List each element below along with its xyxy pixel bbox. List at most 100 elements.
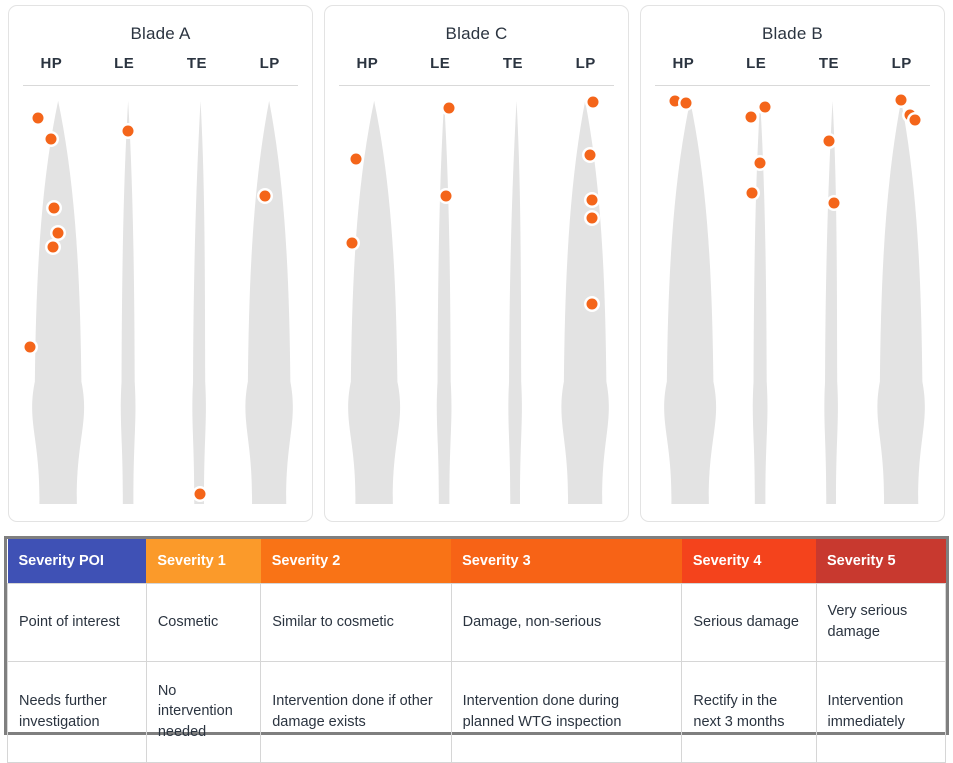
blade-silhouette-icon <box>191 100 206 504</box>
damage-point-marker[interactable] <box>909 114 921 126</box>
column-header-le: LE <box>114 55 135 72</box>
severity-cell: Cosmetic <box>145 582 262 662</box>
blade-surface-column-lp <box>234 96 304 504</box>
severity-cell: Very serious damage <box>815 582 946 662</box>
damage-point-marker[interactable] <box>24 341 36 353</box>
severity-cell: Intervention done during planned WTG ins… <box>450 660 683 763</box>
damage-point-marker[interactable] <box>586 194 598 206</box>
header-divider <box>339 85 614 86</box>
damage-point-marker[interactable] <box>47 241 58 253</box>
blade-surface-column-le <box>93 96 163 504</box>
blade-surface-column-hp <box>655 95 725 504</box>
blade-panels-row: Blade A HP LE TE LP Blade C HP LE TE LP Blade B HP L… <box>8 5 945 522</box>
damage-point-marker[interactable] <box>754 157 766 169</box>
severity-cell: Damage, non-serious <box>450 582 683 662</box>
panel-title: Blade B <box>762 24 823 43</box>
severity-cell: Intervention immediately <box>815 660 946 763</box>
damage-point-marker[interactable] <box>45 133 57 145</box>
column-header-lp: LP <box>259 55 280 72</box>
damage-point-marker[interactable] <box>259 190 271 202</box>
column-header-hp: HP <box>40 55 63 72</box>
damage-point-marker[interactable] <box>586 212 598 224</box>
severity-cell: Similar to cosmetic <box>260 582 452 662</box>
severity-cell: Serious damage <box>681 582 817 662</box>
damage-point-marker[interactable] <box>346 237 358 249</box>
damage-point-marker[interactable] <box>194 488 206 500</box>
blade-surface-column-te <box>164 96 234 504</box>
blade-inspection-report: Blade A HP LE TE LP Blade C HP LE TE LP Blade B HP L… <box>4 5 949 763</box>
severity-header-0: Severity POI <box>7 539 147 583</box>
damage-point-marker[interactable] <box>587 96 599 108</box>
column-header-lp: LP <box>575 55 596 72</box>
blade-surface-column-te <box>796 96 866 504</box>
severity-header-4: Severity 4 <box>681 539 816 583</box>
damage-point-marker[interactable] <box>443 102 455 114</box>
damage-point-marker[interactable] <box>586 298 598 310</box>
damage-point-marker[interactable] <box>584 149 596 161</box>
blade-plot-area <box>325 96 628 504</box>
column-header-te: TE <box>186 55 207 72</box>
blade-surface-column-lp <box>550 96 620 504</box>
damage-point-marker[interactable] <box>746 187 758 199</box>
damage-point-marker[interactable] <box>745 111 757 123</box>
severity-header-2: Severity 2 <box>260 539 452 583</box>
damage-point-marker[interactable] <box>32 112 44 124</box>
blade-silhouette-icon <box>348 100 401 504</box>
column-header-le: LE <box>430 55 451 72</box>
blade-silhouette-icon <box>877 100 925 504</box>
damage-point-marker[interactable] <box>350 153 362 165</box>
column-header-te: TE <box>502 55 523 72</box>
severity-cell: Needs further investigation <box>7 660 147 763</box>
column-headers: HP LE TE LP <box>325 55 628 72</box>
header-divider <box>655 85 930 86</box>
severity-cell: Point of interest <box>7 582 147 662</box>
header-divider <box>23 85 298 86</box>
blade-silhouette-icon <box>32 100 85 504</box>
damage-point-marker[interactable] <box>122 125 134 137</box>
damage-point-marker[interactable] <box>895 94 907 106</box>
damage-point-marker[interactable] <box>440 190 452 202</box>
severity-cell: Rectify in the next 3 months <box>681 660 817 763</box>
damage-point-marker[interactable] <box>52 227 64 239</box>
blade-surface-column-lp <box>866 94 936 504</box>
blade-silhouette-icon <box>245 100 293 504</box>
damage-point-marker[interactable] <box>759 101 771 113</box>
column-headers: HP LE TE LP <box>9 55 312 72</box>
blade-silhouette-icon <box>823 100 838 504</box>
damage-point-marker[interactable] <box>823 135 835 147</box>
blade-plot-area <box>641 94 944 504</box>
severity-cell: Intervention done if other damage exists <box>260 660 452 763</box>
damage-point-marker[interactable] <box>669 95 681 107</box>
blade-surface-column-hp <box>339 96 409 504</box>
blade-silhouette-icon <box>753 100 768 504</box>
severity-header-1: Severity 1 <box>146 539 261 583</box>
column-header-hp: HP <box>672 55 695 72</box>
blade-silhouette-icon <box>437 100 452 504</box>
column-header-lp: LP <box>891 55 912 72</box>
column-header-te: TE <box>818 55 839 72</box>
panel-title: Blade A <box>130 24 191 43</box>
panel-title: Blade C <box>445 24 508 43</box>
damage-point-marker[interactable] <box>48 202 60 214</box>
severity-cell: No intervention needed <box>145 660 262 763</box>
damage-point-marker[interactable] <box>828 197 840 209</box>
severity-header-5: Severity 5 <box>816 539 946 583</box>
blade-silhouette-icon <box>664 100 717 504</box>
damage-point-marker[interactable] <box>904 109 916 121</box>
blade-silhouette-icon <box>121 100 136 504</box>
column-header-hp: HP <box>356 55 379 72</box>
severity-header-3: Severity 3 <box>451 539 682 583</box>
damage-point-marker[interactable] <box>680 97 692 109</box>
blade-surface-column-hp <box>23 96 93 504</box>
blade-surface-column-le <box>725 96 795 504</box>
blade-panel: Blade C HP LE TE LP <box>324 5 629 522</box>
